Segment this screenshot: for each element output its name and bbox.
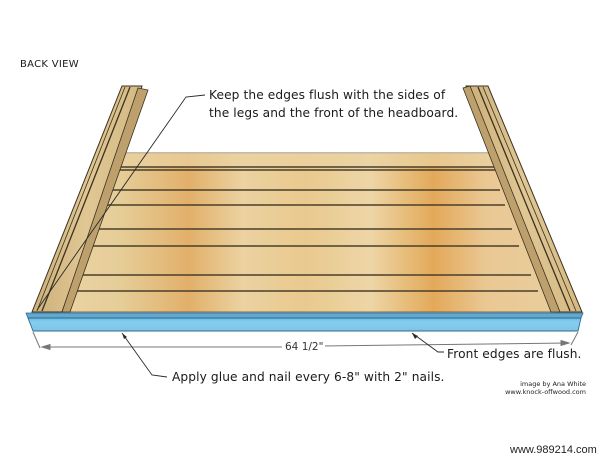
callout-flush-edges-line-2: the legs and the front of the headboard. bbox=[209, 106, 459, 120]
dimension-line bbox=[32, 331, 579, 351]
callout-flush-edges-line-1: Keep the edges flush with the sides of bbox=[209, 88, 446, 102]
callout-front-edges: Front edges are flush. bbox=[447, 347, 582, 361]
watermark: www.989214.com bbox=[510, 444, 597, 456]
callout-glue-nail: Apply glue and nail every 6-8" with 2" n… bbox=[172, 370, 445, 384]
board-seams bbox=[69, 166, 538, 292]
view-title: BACK VIEW bbox=[20, 59, 79, 70]
right-leg bbox=[462, 85, 583, 313]
leader-line-top bbox=[36, 94, 206, 311]
dimension-label: 64 1/2" bbox=[283, 341, 326, 353]
front-board bbox=[25, 312, 584, 332]
image-credit: image by Ana White bbox=[520, 380, 586, 388]
headboard-panel bbox=[39, 152, 573, 313]
credit-url: www.knock-offwood.com bbox=[505, 388, 586, 396]
leader-line-front bbox=[411, 332, 444, 353]
leader-line-glue bbox=[121, 332, 168, 378]
